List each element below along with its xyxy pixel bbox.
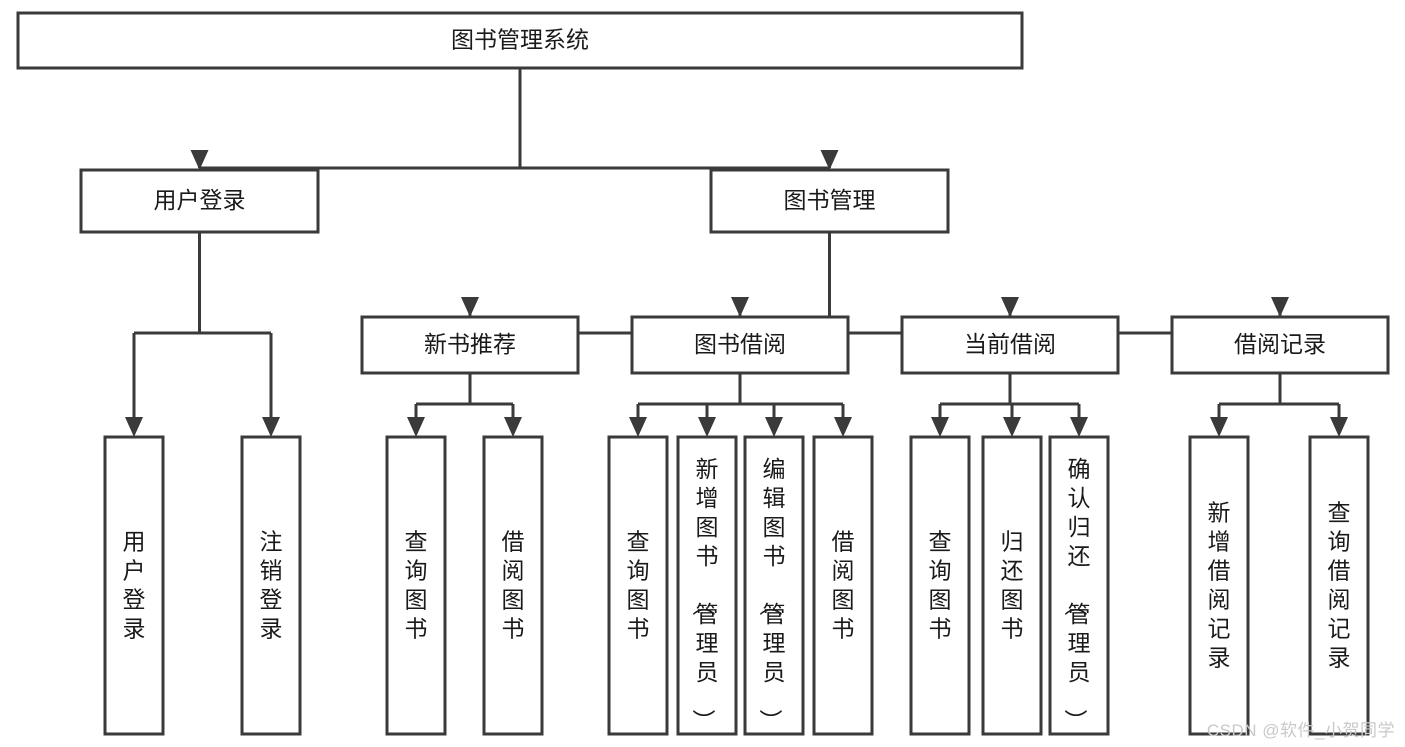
arrow-head-icon bbox=[834, 417, 852, 437]
node-leaf-query-record[interactable]: 查询借阅记录 bbox=[1308, 435, 1370, 736]
node-label: 注销登录 bbox=[260, 529, 283, 642]
node-leaf-borrow-book-2[interactable]: 借阅图书 bbox=[812, 435, 874, 736]
arrow-head-icon bbox=[1210, 417, 1228, 437]
node-leaf-add-book[interactable]: 新增图书（管理员） bbox=[676, 435, 738, 736]
node-leaf-add-record[interactable]: 新增借阅记录 bbox=[1188, 435, 1250, 736]
node-label: 图书借阅 bbox=[694, 331, 786, 357]
node-box bbox=[630, 315, 850, 375]
arrow-head-icon bbox=[765, 417, 783, 437]
node-leaf-query-book-1[interactable]: 查询图书 bbox=[385, 435, 447, 736]
node-box bbox=[482, 435, 544, 736]
arrow-head-icon bbox=[461, 297, 479, 317]
node-book-borrow[interactable]: 图书借阅 bbox=[630, 315, 850, 375]
node-box bbox=[103, 435, 165, 736]
arrow-head-icon bbox=[731, 297, 749, 317]
edge-group-borrow-record bbox=[1210, 373, 1348, 437]
arrow-head-icon bbox=[931, 417, 949, 437]
node-box bbox=[240, 435, 302, 736]
node-root[interactable]: 图书管理系统 bbox=[16, 11, 1024, 70]
edge-group-new-book-rec bbox=[407, 373, 522, 437]
node-leaf-return-book[interactable]: 归还图书 bbox=[981, 435, 1043, 736]
arrow-head-icon bbox=[190, 150, 209, 170]
arrow-head-icon bbox=[820, 150, 839, 170]
node-box bbox=[1188, 435, 1250, 736]
node-label: 用户登录 bbox=[154, 187, 246, 213]
node-box bbox=[607, 435, 669, 736]
node-borrow-record[interactable]: 借阅记录 bbox=[1170, 315, 1390, 375]
node-box bbox=[900, 315, 1120, 375]
node-label: 新增借阅记录 bbox=[1208, 500, 1231, 671]
node-box bbox=[812, 435, 874, 736]
node-current-borrow[interactable]: 当前借阅 bbox=[900, 315, 1120, 375]
node-label: 新书推荐 bbox=[424, 331, 516, 357]
node-box bbox=[1048, 435, 1110, 736]
node-leaf-query-book-3[interactable]: 查询图书 bbox=[909, 435, 971, 736]
node-label: 确认归还（管理员） bbox=[1063, 456, 1091, 732]
node-label: 借阅记录 bbox=[1234, 331, 1326, 357]
node-label: 图书管理系统 bbox=[451, 27, 589, 53]
arrow-head-icon bbox=[629, 417, 647, 437]
node-label: 借阅图书 bbox=[502, 529, 525, 642]
arrow-head-icon bbox=[125, 417, 143, 437]
node-box bbox=[16, 11, 1024, 70]
arrow-head-icon bbox=[1003, 417, 1021, 437]
node-label: 当前借阅 bbox=[964, 331, 1056, 357]
node-box bbox=[1170, 315, 1390, 375]
node-label: 用户登录 bbox=[123, 529, 146, 642]
edge-group-root bbox=[190, 68, 839, 170]
arrow-head-icon bbox=[1330, 417, 1348, 437]
arrow-head-icon bbox=[407, 417, 425, 437]
node-box bbox=[1308, 435, 1370, 736]
arrow-head-icon bbox=[504, 417, 522, 437]
arrow-head-icon bbox=[1001, 297, 1019, 317]
arrow-head-icon bbox=[1070, 417, 1088, 437]
node-box bbox=[360, 315, 580, 375]
connector-layer bbox=[125, 68, 1348, 437]
node-box bbox=[676, 435, 738, 736]
node-label: 编辑图书（管理员） bbox=[758, 456, 786, 732]
node-box bbox=[709, 168, 950, 234]
edge-group-book-borrow bbox=[629, 373, 852, 437]
node-label: 查询借阅记录 bbox=[1328, 500, 1351, 671]
node-leaf-user-logout[interactable]: 注销登录 bbox=[240, 435, 302, 736]
node-box bbox=[743, 435, 805, 736]
node-label: 借阅图书 bbox=[832, 529, 855, 642]
node-label: 新增图书（管理员） bbox=[691, 456, 719, 732]
node-user-login[interactable]: 用户登录 bbox=[79, 168, 320, 234]
node-leaf-borrow-book-1[interactable]: 借阅图书 bbox=[482, 435, 544, 736]
node-layer: 图书管理系统用户登录图书管理新书推荐图书借阅当前借阅借阅记录用户登录注销登录查询… bbox=[16, 11, 1390, 736]
node-box bbox=[385, 435, 447, 736]
node-label: 查询图书 bbox=[929, 529, 952, 642]
arrow-head-icon bbox=[698, 417, 716, 437]
edge-group-user-login bbox=[125, 232, 280, 437]
node-label: 归还图书 bbox=[1001, 529, 1024, 642]
arrow-head-icon bbox=[1271, 297, 1289, 317]
node-label: 图书管理 bbox=[784, 187, 876, 213]
node-leaf-query-book-2[interactable]: 查询图书 bbox=[607, 435, 669, 736]
node-leaf-confirm-return[interactable]: 确认归还（管理员） bbox=[1048, 435, 1110, 736]
edge-group-book-manage bbox=[461, 232, 1289, 335]
arrow-head-icon bbox=[262, 417, 280, 437]
node-box bbox=[79, 168, 320, 234]
watermark-label: CSDN @软件_小贺同学 bbox=[1206, 721, 1395, 740]
node-label: 查询图书 bbox=[627, 529, 650, 642]
node-label: 查询图书 bbox=[405, 529, 428, 642]
node-new-book-rec[interactable]: 新书推荐 bbox=[360, 315, 580, 375]
node-book-manage[interactable]: 图书管理 bbox=[709, 168, 950, 234]
node-leaf-user-login[interactable]: 用户登录 bbox=[103, 435, 165, 736]
node-leaf-edit-book[interactable]: 编辑图书（管理员） bbox=[743, 435, 805, 736]
edge-group-current-borrow bbox=[931, 373, 1088, 437]
node-box bbox=[981, 435, 1043, 736]
node-box bbox=[909, 435, 971, 736]
